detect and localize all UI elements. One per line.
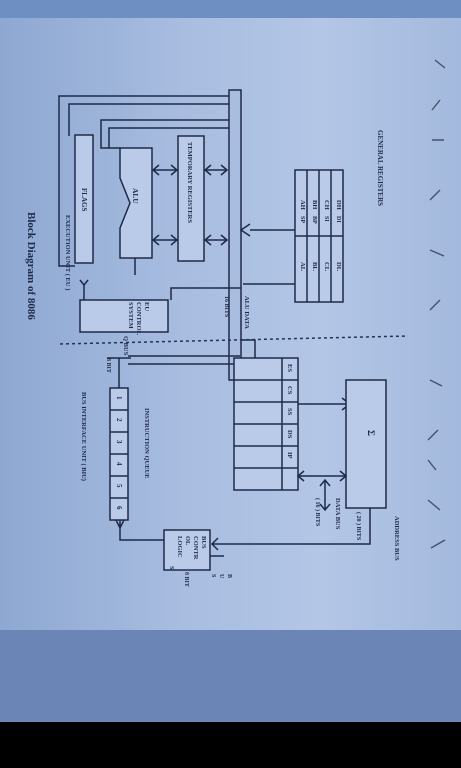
general-registers-block — [294, 169, 344, 303]
address-bus-label: ADDRESS BUS — [393, 516, 400, 561]
alu-data-bus — [228, 89, 242, 381]
reg-si: SI — [323, 216, 329, 222]
bus-mark-u: U — [218, 574, 224, 579]
bits-16-label: 16 BITS — [223, 296, 229, 318]
bus-mark-b: B — [226, 574, 232, 578]
seg-es: ES — [286, 364, 293, 372]
alu-box — [119, 147, 153, 259]
temporary-registers-box — [177, 135, 205, 262]
reg-dh: DH — [335, 200, 342, 210]
bus-mark-s: S — [210, 574, 216, 578]
queue-cell-2: 2 — [115, 418, 123, 422]
bus-control-line-2: CONTR — [192, 536, 199, 560]
eu-biu-divider — [59, 335, 409, 345]
q-bus-label: Q BUS — [122, 336, 129, 356]
queue-cell-5: 5 — [115, 484, 123, 488]
general-registers-label: GENERAL REGISTERS — [376, 130, 384, 206]
eu-control-box — [79, 299, 169, 333]
eight-bit-label: 8 BIT — [183, 572, 189, 587]
address-bits-label: ( 20 ) BITS — [355, 512, 362, 541]
bits-8-label: 8 BIT — [105, 358, 111, 373]
seg-cs: CS — [286, 386, 293, 395]
eu-control-line-1: EU — [143, 302, 150, 311]
bottom-black-bar — [0, 722, 461, 768]
queue-cell-4: 4 — [115, 462, 123, 466]
seg-ss: SS — [286, 408, 293, 416]
bottom-surface — [0, 630, 461, 722]
address-adder-box — [345, 379, 387, 509]
bus-control-line-1: BUS — [200, 536, 207, 549]
queue-cell-6: 6 — [115, 506, 123, 510]
reg-sp: SP — [299, 216, 305, 223]
reg-cl: CL — [323, 262, 330, 272]
data-bits-label: ( 16 ) BITS — [314, 498, 321, 527]
data-bus-label: DATA BUS — [334, 498, 341, 530]
reg-bp: BP — [311, 216, 317, 224]
seg-ds: DS — [286, 430, 293, 439]
seg-ip: IP — [286, 452, 293, 459]
bus-control-line-4: LOGIC — [176, 536, 183, 558]
alu-data-label: ALU DATA — [243, 296, 250, 329]
reg-ah: AH — [299, 200, 306, 210]
alu-label: ALU — [131, 188, 140, 204]
eu-label: EXECUTION UNIT ( EU ) — [64, 215, 71, 290]
instruction-queue-label: INSTRUCTION QUEUE — [143, 408, 150, 479]
reg-dl: DL — [335, 262, 342, 272]
eu-control-line-2: CONTROL — [135, 302, 142, 336]
margin-ticks — [427, 59, 446, 549]
reg-ch: CH — [323, 200, 330, 210]
diagram-title: Block Diagram of 8086 — [25, 212, 37, 320]
top-margin — [0, 0, 461, 18]
reg-al: AL — [299, 262, 306, 272]
reg-to-bus-arrow — [239, 223, 295, 237]
bus-control-side: S — [168, 566, 175, 570]
bus-control-line-3: OL — [184, 536, 191, 546]
eu-control-line-3: SYSTEM — [127, 302, 134, 329]
temporary-registers-label: TEMPORARY REGISTERS — [186, 142, 193, 223]
reg-di: DI — [335, 216, 341, 223]
queue-cell-1: 1 — [115, 396, 123, 400]
queue-cell-3: 3 — [115, 440, 123, 444]
biu-label: BUS INTERFACE UNIT ( BIU) — [80, 392, 87, 481]
bus-control-box — [163, 529, 211, 571]
flags-label: FLAGS — [80, 188, 88, 211]
flags-box — [74, 134, 94, 264]
instruction-queue — [109, 387, 129, 521]
reg-bl: BL — [311, 262, 318, 271]
sigma-label: Σ — [366, 430, 376, 436]
reg-bh: BH — [311, 200, 318, 209]
segment-registers — [233, 357, 299, 491]
